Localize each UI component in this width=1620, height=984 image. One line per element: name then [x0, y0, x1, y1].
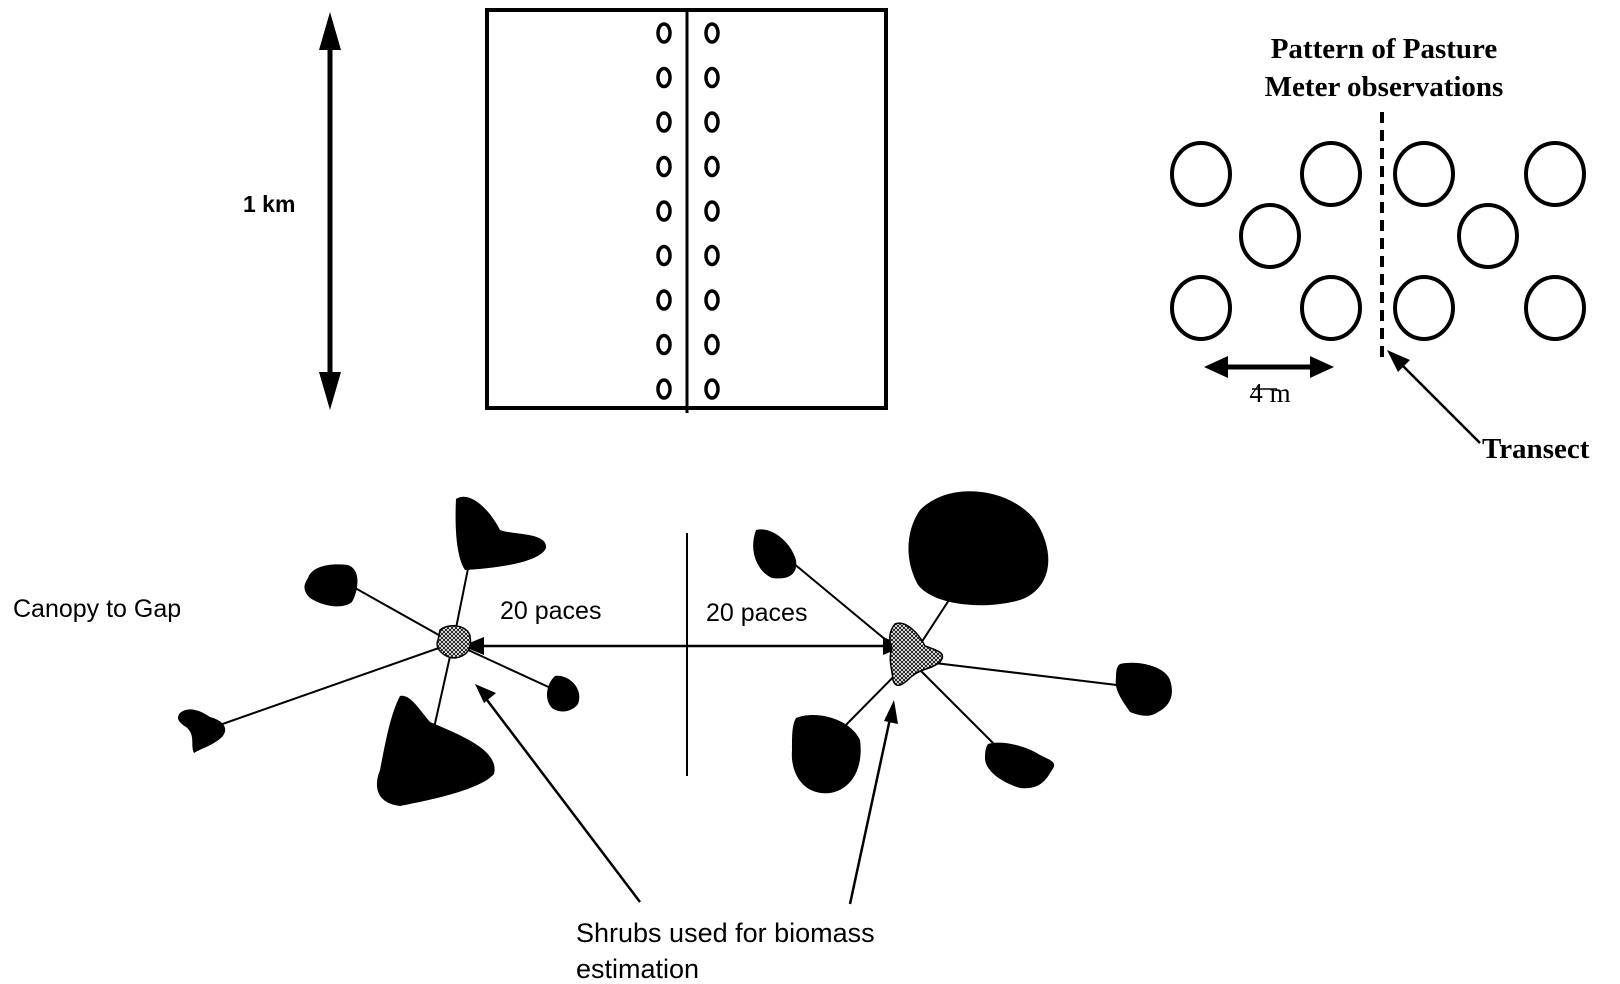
- left-cluster-shrubs: [178, 496, 580, 806]
- paces-right-label: 20 paces: [706, 599, 807, 627]
- pasture-meter-circle: [1170, 141, 1232, 207]
- observation-marker: [704, 378, 720, 400]
- paces-left-label: 20 paces: [500, 597, 601, 625]
- shrub-canopy: [304, 564, 358, 607]
- pasture-meter-observations: [1170, 141, 1586, 341]
- observation-marker: [704, 155, 720, 178]
- shrub-canopy: [1115, 662, 1172, 716]
- left-cluster-spokes: [213, 538, 556, 729]
- pasture-meter-circle: [1239, 203, 1301, 269]
- observation-marker: [704, 333, 720, 356]
- transect-label: Transect: [1482, 433, 1590, 465]
- pasture-meter-circle: [1524, 275, 1586, 341]
- pasture-meter-circle: [1457, 203, 1519, 269]
- pasture-meter-circle: [1393, 275, 1455, 341]
- observation-marker: [704, 289, 720, 311]
- observation-marker: [656, 289, 672, 311]
- right-biomass-shrub: [889, 622, 944, 686]
- observation-marker: [656, 111, 672, 133]
- shrub-canopy: [455, 496, 547, 570]
- observation-marker: [656, 155, 672, 178]
- shrub-canopy: [546, 675, 580, 712]
- shrub-canopy: [376, 695, 495, 806]
- observation-marker: [656, 66, 672, 89]
- km-scale-label: 1 km: [243, 191, 295, 217]
- observation-marker: [656, 378, 672, 400]
- pasture-meter-circle: [1170, 275, 1232, 341]
- observation-marker: [704, 244, 720, 267]
- plot-observation-points: [656, 22, 720, 400]
- observation-marker: [656, 333, 672, 356]
- shrubs-label-line2: estimation: [576, 954, 699, 984]
- canopy-to-gap-label: Canopy to Gap: [13, 595, 181, 623]
- pasture-title-line2: Meter observations: [1265, 71, 1504, 103]
- observation-marker: [656, 200, 672, 222]
- biomass-pointer-arrows: [475, 684, 898, 905]
- observation-marker: [704, 66, 720, 89]
- shrub-canopy: [791, 714, 861, 794]
- left-biomass-shrub: [436, 624, 472, 659]
- pasture-meter-circle: [1300, 141, 1362, 207]
- shrub-canopy: [985, 742, 1055, 789]
- spacing-arrow: [1204, 356, 1334, 378]
- observation-marker: [656, 244, 672, 267]
- spacing-label: 4 m: [1249, 378, 1290, 408]
- shrub-canopy: [178, 709, 226, 753]
- shrub-canopy: [908, 491, 1049, 606]
- shrubs-label-line1: Shrubs used for biomass: [576, 918, 875, 948]
- observation-marker: [704, 111, 720, 133]
- shrub-canopy: [753, 529, 797, 579]
- pasture-title-line1: Pattern of Pasture: [1271, 33, 1498, 65]
- observation-marker: [704, 200, 720, 222]
- observation-marker: [656, 22, 672, 44]
- plot-square: [485, 8, 888, 413]
- pasture-meter-circle: [1393, 141, 1455, 207]
- paces-double-arrow: [462, 637, 905, 655]
- km-scale-arrow: [319, 12, 341, 410]
- transect-pointer-arrow: [1387, 350, 1481, 444]
- observation-marker: [704, 22, 720, 44]
- pasture-meter-circle: [1300, 275, 1362, 341]
- pasture-meter-circle: [1524, 141, 1586, 207]
- right-cluster-shrubs: [753, 491, 1172, 794]
